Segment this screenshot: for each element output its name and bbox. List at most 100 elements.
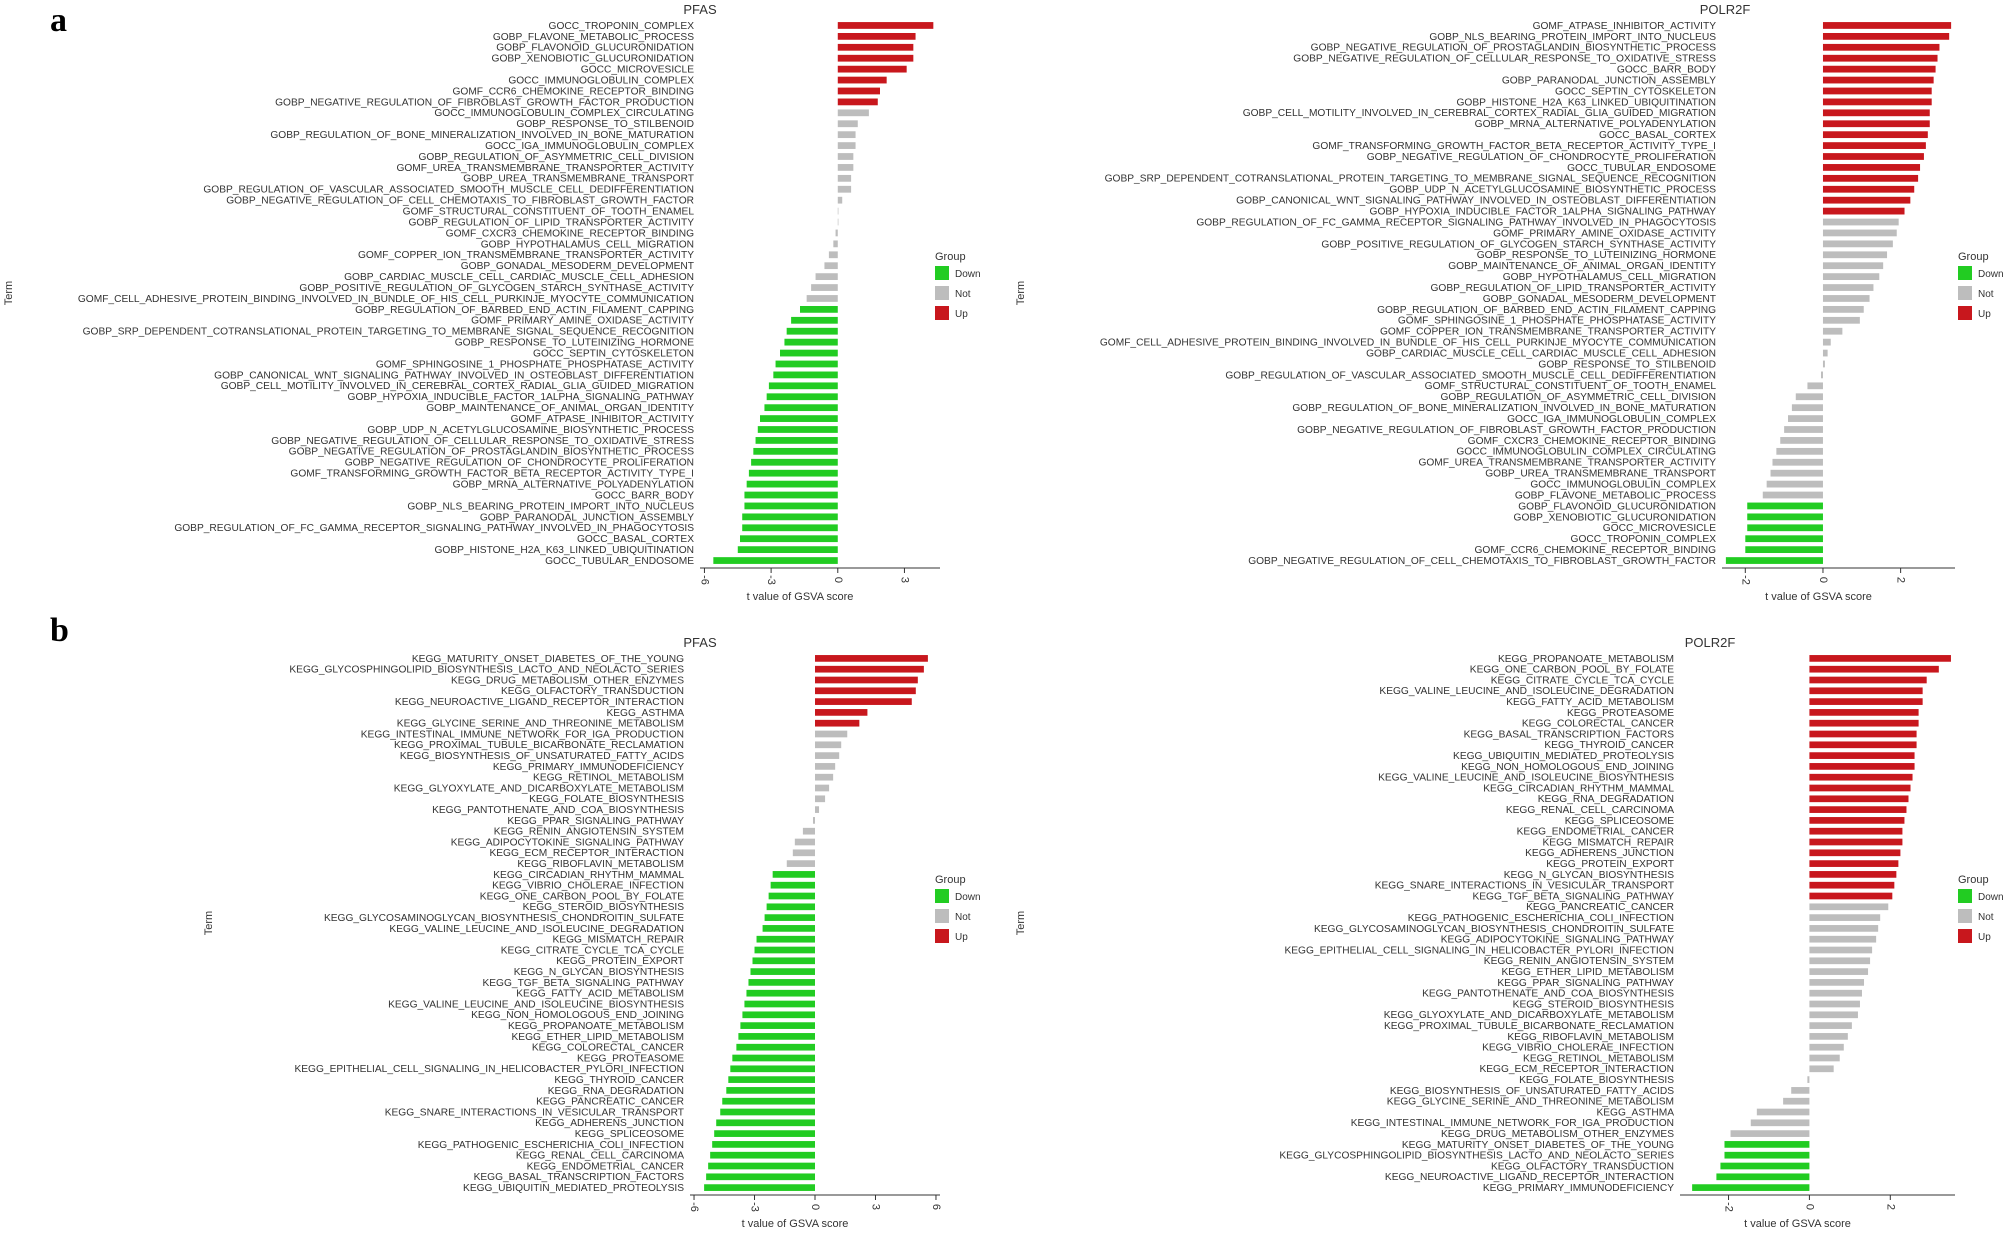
c2-term-label-20: KEGG_CIRCADIAN_RHYTHM_MAMMAL	[493, 870, 684, 881]
c0-term-label-25: GOMF_CELL_ADHESIVE_PROTEIN_BINDING_INVOL…	[78, 294, 694, 305]
c2-term-label-4: KEGG_NEUROACTIVE_LIGAND_RECEPTOR_INTERAC…	[395, 697, 684, 708]
c2-term-label-1: KEGG_GLYCOSPHINGOLIPID_BIOSYNTHESIS_LACT…	[289, 665, 684, 676]
c0-term-label-27: GOMF_PRIMARY_AMINE_OXIDASE_ACTIVITY	[471, 316, 694, 327]
c2-bar-25	[762, 925, 815, 932]
c2-bar-47	[708, 1162, 815, 1170]
c1-term-label-29: GOMF_CELL_ADHESIVE_PROTEIN_BINDING_INVOL…	[1100, 338, 1716, 349]
c1-bar-17	[1822, 207, 1905, 215]
c3-bar-15	[1809, 817, 1905, 824]
c2-bar-34	[740, 1022, 815, 1029]
c0-bar-21	[828, 251, 838, 259]
c2-term-label-12: KEGG_GLYOXYLATE_AND_DICARBOXYLATE_METABO…	[394, 783, 684, 794]
c1-bar-20	[1822, 240, 1893, 248]
c0-bar-40	[751, 458, 838, 466]
c3-legend-label-up: Up	[1978, 932, 1991, 943]
c2-term-label-47: KEGG_ENDOMETRIAL_CANCER	[527, 1161, 684, 1172]
c1-y-axis-title: Term	[1015, 281, 1027, 305]
c2-bar-44	[714, 1130, 815, 1137]
c1-legend-swatch-down	[1958, 266, 1972, 280]
c0-bar-32	[773, 371, 838, 379]
c3-bar-26	[1809, 935, 1877, 943]
c3-legend-swatch-up	[1958, 929, 1972, 943]
c1-x-tick-label-2: 2	[1895, 577, 1907, 583]
c2-term-label-19: KEGG_RIBOFLAVIN_METABOLISM	[517, 859, 684, 870]
c0-term-label-11: GOCC_IGA_IMMUNOGLOBULIN_COMPLEX	[485, 141, 694, 152]
c1-bar-40	[1772, 458, 1823, 466]
c0-term-label-13: GOMF_UREA_TRANSMEMBRANE_TRANSPORTER_ACTI…	[396, 163, 694, 174]
c2-bar-30	[748, 979, 815, 986]
c3-term-label-46: KEGG_GLYCOSPHINGOLIPID_BIOSYNTHESIS_LACT…	[1279, 1151, 1674, 1162]
c1-term-label-28: GOMF_COPPER_ION_TRANSMEMBRANE_TRANSPORTE…	[1380, 327, 1716, 338]
c1-term-label-43: GOBP_FLAVONE_METABOLIC_PROCESS	[1515, 490, 1716, 501]
c3-term-label-43: KEGG_INTESTINAL_IMMUNE_NETWORK_FOR_IGA_P…	[1351, 1118, 1674, 1129]
c3-bar-9	[1809, 752, 1915, 759]
c2-term-label-44: KEGG_SPLICEOSOME	[575, 1129, 684, 1140]
c0-bar-8	[837, 109, 869, 117]
c0-x-tick-label-0: -6	[699, 575, 711, 585]
c0-x-tick-label-3: 3	[899, 577, 911, 583]
c1-bar-6	[1822, 87, 1932, 95]
c3-term-label-32: KEGG_STEROID_BIOSYNTHESIS	[1513, 999, 1675, 1010]
c1-term-label-33: GOMF_STRUCTURAL_CONSTITUENT_OF_TOOTH_ENA…	[1425, 381, 1717, 392]
c3-term-label-36: KEGG_VIBRIO_CHOLERAE_INFECTION	[1482, 1043, 1674, 1054]
c3-bar-41	[1783, 1097, 1810, 1105]
c2-bar-39	[728, 1076, 815, 1083]
c0-term-label-43: GOCC_BARR_BODY	[595, 490, 694, 501]
c2-bar-49	[704, 1184, 815, 1191]
c0-term-label-45: GOBP_PARANODAL_JUNCTION_ASSEMBLY	[480, 512, 694, 523]
c0-term-label-37: GOBP_UDP_N_ACETYLGLUCOSAMINE_BIOSYNTHETI…	[367, 425, 694, 436]
c0-term-label-21: GOMF_COPPER_ION_TRANSMEMBRANE_TRANSPORTE…	[358, 250, 694, 261]
c3-bar-35	[1809, 1033, 1848, 1040]
c0-legend-label-down: Down	[955, 269, 981, 280]
c3-bar-6	[1809, 719, 1919, 727]
c1-term-label-5: GOBP_PARANODAL_JUNCTION_ASSEMBLY	[1502, 75, 1716, 86]
c1-term-label-19: GOMF_PRIMARY_AMINE_OXIDASE_ACTIVITY	[1493, 228, 1716, 239]
c3-bar-40	[1791, 1087, 1810, 1094]
c1-bar-21	[1822, 251, 1888, 259]
c3-bar-18	[1809, 849, 1901, 857]
c3-term-label-2: KEGG_CITRATE_CYCLE_TCA_CYCLE	[1491, 675, 1674, 686]
c2-x-tick-label-4: 6	[930, 1204, 942, 1210]
c3-term-label-40: KEGG_BIOSYNTHESIS_OF_UNSATURATED_FATTY_A…	[1390, 1086, 1674, 1097]
c3-bar-29	[1809, 968, 1869, 975]
c3-bar-2	[1809, 676, 1927, 684]
c2-bar-19	[786, 860, 815, 867]
c3-term-label-38: KEGG_ECM_RECEPTOR_INTERACTION	[1479, 1064, 1674, 1075]
c0-bar-17	[837, 207, 839, 215]
c0-bar-22	[824, 262, 838, 270]
c3-bar-25	[1809, 925, 1879, 932]
c1-bar-12	[1822, 153, 1924, 160]
c1-bar-8	[1822, 109, 1930, 117]
c2-term-label-23: KEGG_STEROID_BIOSYNTHESIS	[523, 902, 685, 913]
c3-term-label-35: KEGG_RIBOFLAVIN_METABOLISM	[1507, 1032, 1674, 1043]
c2-bar-9	[815, 752, 840, 759]
c2-term-label-43: KEGG_ADHERENS_JUNCTION	[535, 1118, 684, 1129]
c3-term-label-23: KEGG_PANCREATIC_CANCER	[1526, 902, 1674, 913]
c1-term-label-41: GOBP_UREA_TRANSMEMBRANE_TRANSPORT	[1485, 469, 1716, 480]
c1-term-label-17: GOBP_HYPOXIA_INDUCIBLE_FACTOR_1ALPHA_SIG…	[1370, 207, 1717, 218]
c0-term-label-18: GOBP_REGULATION_OF_LIPID_TRANSPORTER_ACT…	[408, 217, 694, 228]
c0-term-label-36: GOMF_ATPASE_INHIBITOR_ACTIVITY	[511, 414, 695, 425]
c3-term-label-34: KEGG_PROXIMAL_TUBULE_BICARBONATE_RECLAMA…	[1384, 1021, 1674, 1032]
c2-term-label-37: KEGG_PROTEASOME	[577, 1053, 684, 1064]
c0-bar-37	[757, 426, 838, 433]
c2-bar-26	[756, 935, 815, 943]
c0-term-label-40: GOBP_NEGATIVE_REGULATION_OF_CHONDROCYTE_…	[345, 458, 694, 469]
c0-bar-11	[837, 142, 856, 149]
c1-legend-title: Group	[1958, 251, 1989, 263]
c2-term-label-38: KEGG_EPITHELIAL_CELL_SIGNALING_IN_HELICO…	[294, 1064, 684, 1075]
c1-term-label-30: GOBP_CARDIAC_MUSCLE_CELL_CARDIAC_MUSCLE_…	[1366, 348, 1716, 359]
c0-bar-14	[837, 174, 852, 182]
c1-term-label-14: GOBP_SRP_DEPENDENT_COTRANSLATIONAL_PROTE…	[1105, 174, 1716, 185]
c3-x-tick-label-2: 2	[1884, 1204, 1896, 1210]
c1-term-label-27: GOMF_SPHINGOSINE_1_PHOSPHATE_PHOSPHATASE…	[1398, 316, 1716, 327]
c2-term-label-15: KEGG_PPAR_SIGNALING_PATHWAY	[507, 816, 684, 827]
c2-bar-40	[726, 1087, 815, 1094]
c0-title: PFAS	[683, 2, 717, 17]
c2-x-tick-label-2: 0	[809, 1204, 821, 1210]
c3-x-tick-label-1: 0	[1804, 1204, 1816, 1210]
c3-bar-44	[1730, 1130, 1810, 1137]
c0-bar-33	[768, 382, 838, 390]
c1-term-label-21: GOBP_RESPONSE_TO_LUTEINIZING_HORMONE	[1477, 250, 1716, 261]
c0-term-label-16: GOBP_NEGATIVE_REGULATION_OF_CELL_CHEMOTA…	[226, 196, 694, 207]
